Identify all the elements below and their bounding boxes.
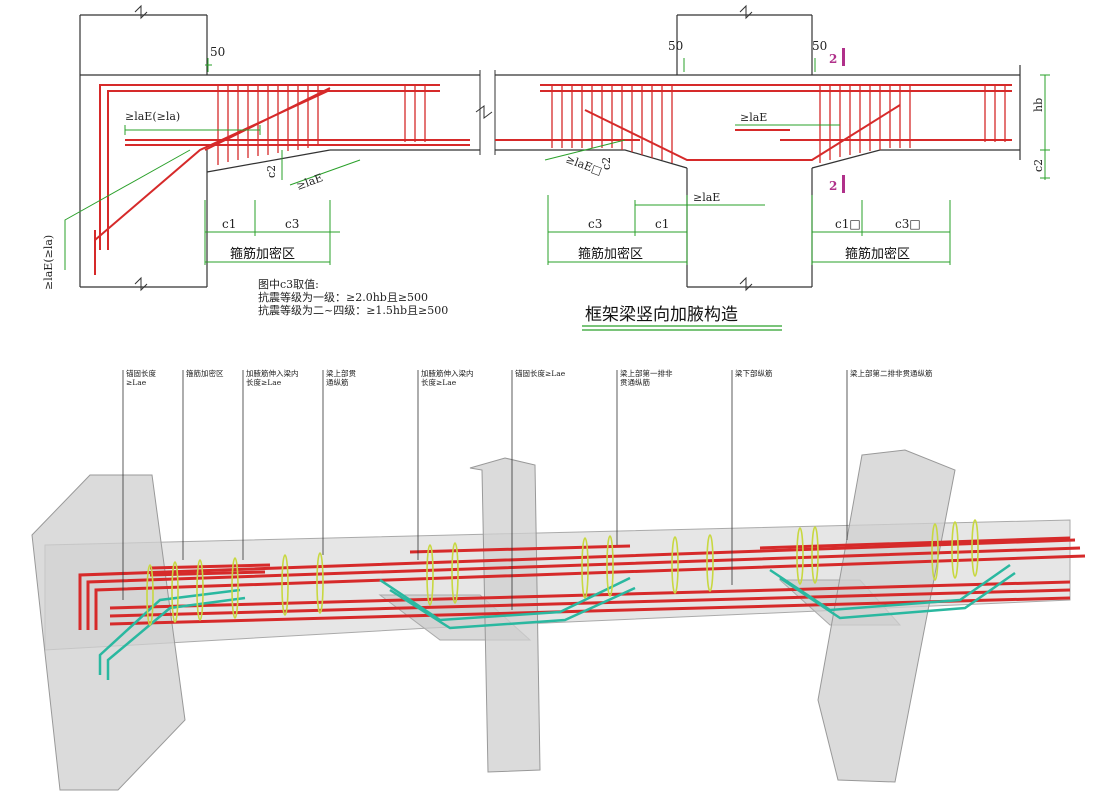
dimension-lines [64, 58, 1050, 270]
left-anchor-top: ≥laE(≥la) [125, 110, 180, 123]
mid-lae: ≥laE [693, 191, 720, 204]
right-rebars [495, 84, 1012, 161]
model-label-3: 加腋筋伸入梁内长度≥Lae [246, 368, 299, 387]
mid-zone: 箍筋加密区 [578, 246, 643, 262]
model-stirrups [146, 519, 979, 626]
note-line1: 图中c3取值: [258, 278, 319, 291]
break-mark-bottom-left [134, 276, 148, 292]
dim-50-mid: 50 [668, 39, 683, 53]
elevation-labels: 50 50 50 2 2 ≥laE(≥la) ≥laE(≥la) c2 ≥laE… [42, 39, 1045, 325]
dim-50-left: 50 [210, 45, 225, 59]
model-label-4: 梁上部贯通纵筋 [326, 368, 356, 387]
right-c3: c3□ [895, 217, 921, 231]
mid-c1: c1 [655, 217, 669, 231]
mid-lae-diag: ≥laE□ [564, 153, 604, 178]
rebar-3d-model [31, 370, 1086, 791]
left-beam-outline [80, 74, 480, 173]
right-lae-top: ≥laE [740, 111, 767, 124]
left-anchor-side: ≥laE(≥la) [42, 235, 55, 290]
model-label-6: 锚固长度≥Lae [515, 368, 566, 378]
left-stirrups [217, 85, 426, 165]
note-line3: 抗震等级为二~四级：≥1.5hb且≥500 [258, 303, 448, 317]
right-column [817, 449, 956, 783]
break-mark-bottom-mid [739, 276, 753, 292]
mark-2-bottom: 2 [829, 179, 837, 193]
model-red-bars [78, 536, 1086, 630]
pink-markers [842, 48, 845, 193]
model-label-1: 锚固长度≥Lae [126, 368, 156, 387]
left-column [31, 474, 186, 791]
model-labels: 锚固长度≥Lae 箍筋加密区 加腋筋伸入梁内长度≥Lae 梁上部贯通纵筋 加腋筋伸入梁内… [126, 368, 933, 387]
model-leader-lines [122, 370, 848, 610]
left-lae-diag: ≥laE [295, 171, 325, 193]
model-label-8: 梁下部纵筋 [735, 368, 773, 378]
c2-right-label: c2 [1032, 159, 1045, 172]
elevation-drawing [64, 4, 1050, 331]
dim-50-right: 50 [812, 39, 827, 53]
beam-break-mark [475, 105, 493, 119]
hb-label: hb [1032, 98, 1045, 112]
diagram-title: 框架梁竖向加腋构造 [585, 305, 738, 325]
middle-column-outline [676, 14, 813, 288]
mark-2-top: 2 [829, 52, 837, 66]
left-zone: 箍筋加密区 [230, 246, 295, 262]
model-label-9: 梁上部第二排非贯通纵筋 [850, 368, 933, 378]
right-zone: 箍筋加密区 [845, 246, 910, 262]
note-line2: 抗震等级为一级：≥2.0hb且≥500 [258, 290, 428, 304]
left-c3: c3 [285, 217, 299, 231]
break-mark-top-left [134, 4, 148, 20]
model-label-5: 加腋筋伸入梁内长度≥Lae [421, 368, 474, 387]
left-c1: c1 [222, 217, 236, 231]
model-teal-bars [98, 563, 1016, 680]
beam-break-lines [479, 70, 496, 155]
break-mark-top-mid [739, 4, 753, 20]
model-label-2: 箍筋加密区 [186, 368, 224, 378]
right-c1: c1□ [835, 217, 861, 231]
left-c2: c2 [265, 165, 278, 178]
mid-c2: c2 [600, 157, 613, 170]
right-stirrups [551, 85, 1006, 163]
mid-c3: c3 [588, 217, 602, 231]
model-label-7: 梁上部第一排非贯通纵筋 [620, 368, 673, 387]
